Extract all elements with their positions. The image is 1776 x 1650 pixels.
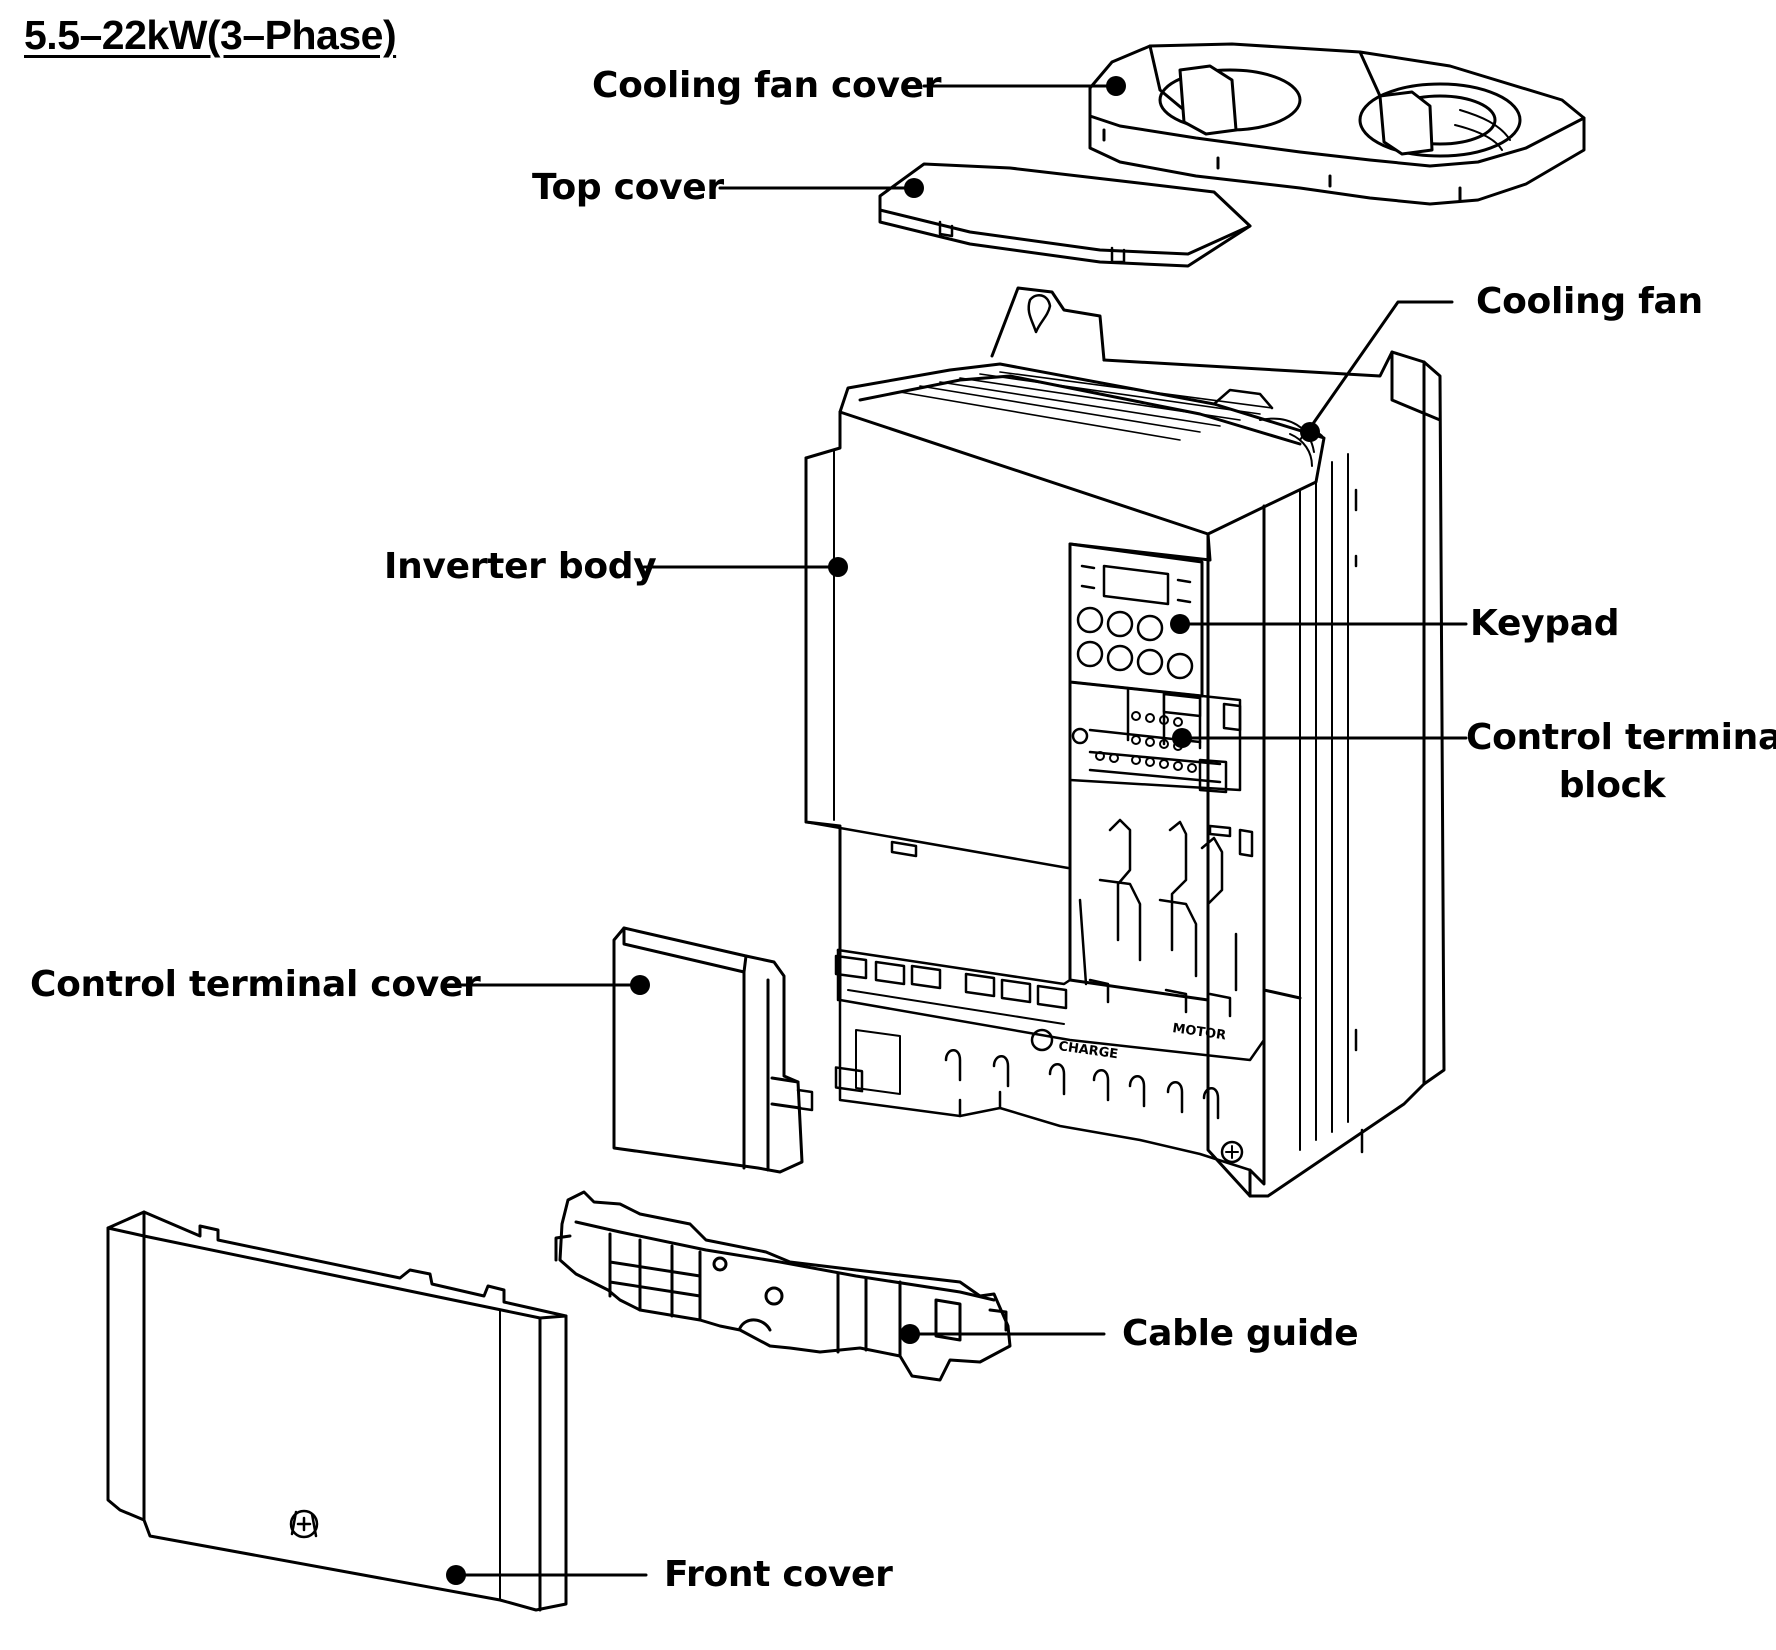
leader-dots	[446, 76, 1320, 1585]
front-cover-part	[106, 1210, 568, 1612]
label-keypad: Keypad	[1470, 603, 1620, 644]
label-control-terminal-block-line1: Control terminal	[1466, 717, 1776, 758]
label-front-cover: Front cover	[664, 1554, 893, 1595]
power-terminal-section	[834, 818, 1266, 1172]
control-terminal-cover-part	[612, 926, 814, 1174]
charge-marking: CHARGE	[1057, 1039, 1119, 1062]
figure-heading: 5.5–22kW(3–Phase)	[24, 12, 397, 58]
label-control-terminal-cover: Control terminal cover	[30, 964, 481, 1005]
label-inverter-body: Inverter body	[384, 546, 657, 587]
label-cooling-fan-cover: Cooling fan cover	[592, 65, 942, 106]
keypad-part	[1068, 542, 1204, 698]
label-cooling-fan: Cooling fan	[1476, 281, 1703, 322]
label-cable-guide: Cable guide	[1122, 1313, 1359, 1354]
front-cover-screw	[289, 1509, 319, 1539]
leader-lines	[446, 84, 1468, 1577]
motor-marking: MOTOR	[1171, 1021, 1226, 1043]
inverter-body-part	[804, 286, 1446, 1198]
cable-guide-part	[554, 1190, 1012, 1382]
top-cover-part	[878, 162, 1252, 268]
cooling-fan-cover-part	[1088, 42, 1586, 206]
label-top-cover: Top cover	[532, 167, 724, 208]
label-control-terminal-block-line2: block	[1558, 765, 1666, 806]
label-control-terminal-block: Control terminal block	[1466, 714, 1776, 810]
